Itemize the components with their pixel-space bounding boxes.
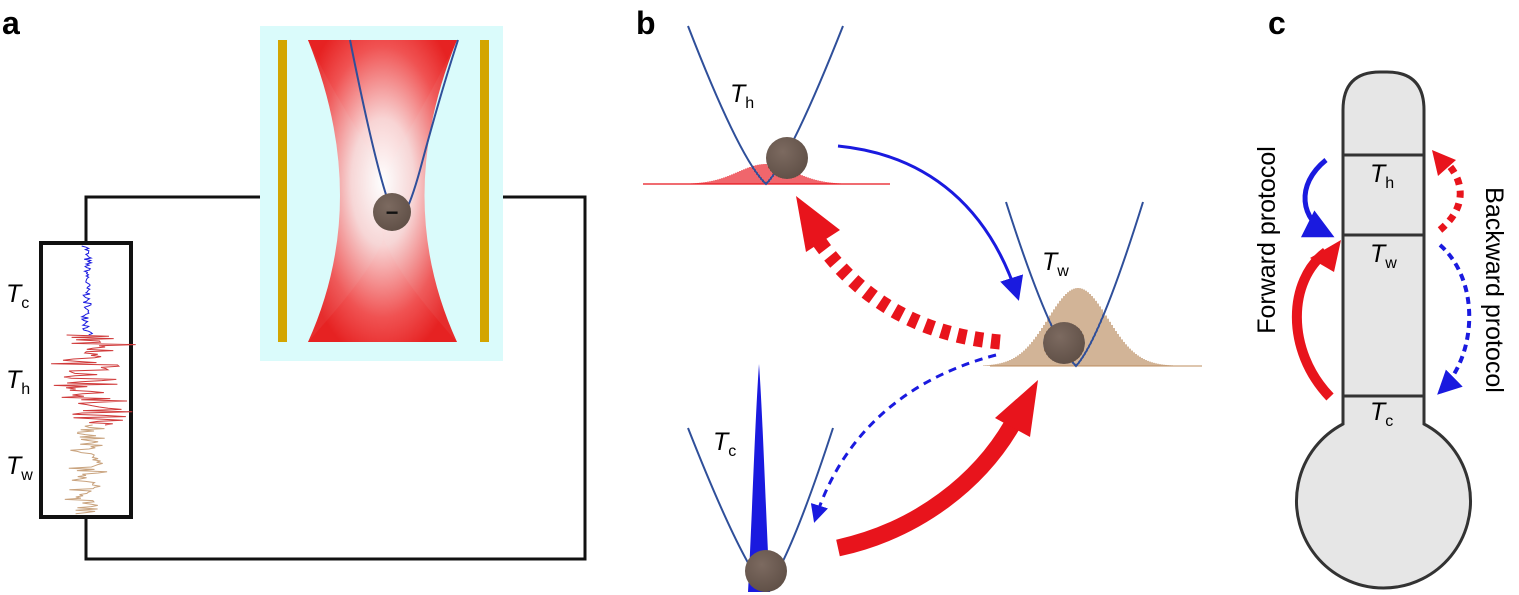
label-temp-cold-a: Tc: [6, 280, 29, 312]
panel-label-c: c: [1268, 5, 1286, 41]
arrow-backward-warm-to-hot: [1437, 159, 1464, 233]
arrow-backward-warm-to-cold: [1437, 243, 1472, 395]
arrowhead-warm-to-hot: [796, 196, 840, 252]
arrow-cold-to-warm: [836, 420, 1020, 557]
hot-state: Th: [643, 25, 890, 186]
label-temp-cold-c: Tc: [1370, 398, 1393, 430]
cold-state: Tc: [687, 364, 834, 592]
label-temp-warm-a: Tw: [6, 452, 33, 484]
cold-distribution: [748, 364, 770, 592]
optical-trap-beam-body: [308, 40, 457, 342]
warm-state: Tw: [983, 201, 1202, 368]
arrowhead-cold-to-warm: [995, 380, 1038, 437]
noise-band: [51, 334, 136, 426]
noise-band: [80, 245, 94, 336]
label-temp-hot-a: Th: [6, 366, 30, 398]
panel-label-b: b: [636, 5, 656, 41]
particle-charge: −: [386, 200, 399, 225]
forward-protocol-label: Forward protocol: [1253, 146, 1281, 334]
arrow-warm-to-cold: [810, 353, 997, 523]
panel-label-a: a: [2, 5, 20, 41]
label-temp-hot-c: Th: [1370, 160, 1394, 192]
hot-distribution: [689, 164, 843, 184]
noise-signal-trace: [51, 245, 136, 515]
circuit-wire: [84, 195, 587, 561]
label-temp-hot-b: Th: [730, 80, 754, 112]
label-temp-warm-b: Tw: [1042, 248, 1069, 280]
cold-particle: [745, 550, 787, 592]
arrow-warm-to-hot: [811, 235, 1001, 350]
backward-protocol-label: Backward protocol: [1480, 187, 1508, 393]
thermometer: [1295, 70, 1472, 590]
hot-potential-curve: [687, 25, 844, 186]
arrow-forward-hot-to-warm: [1300, 158, 1335, 238]
charged-particle: [373, 193, 411, 231]
left-electrode: [278, 40, 287, 342]
warm-particle: [1043, 322, 1085, 364]
right-electrode: [480, 40, 489, 342]
label-temp-cold-b: Tc: [713, 428, 736, 460]
hot-particle: [766, 137, 808, 179]
label-temp-warm-c: Tw: [1370, 240, 1397, 272]
arrowhead-forward-cold-to-warm: [1310, 240, 1341, 272]
arrow-forward-cold-to-warm: [1291, 247, 1334, 401]
arrow-hot-to-warm: [837, 144, 1024, 301]
warm-potential-curve: [1005, 201, 1144, 368]
noise-band: [64, 424, 108, 515]
arrowhead-backward-warm-to-hot: [1432, 150, 1456, 176]
